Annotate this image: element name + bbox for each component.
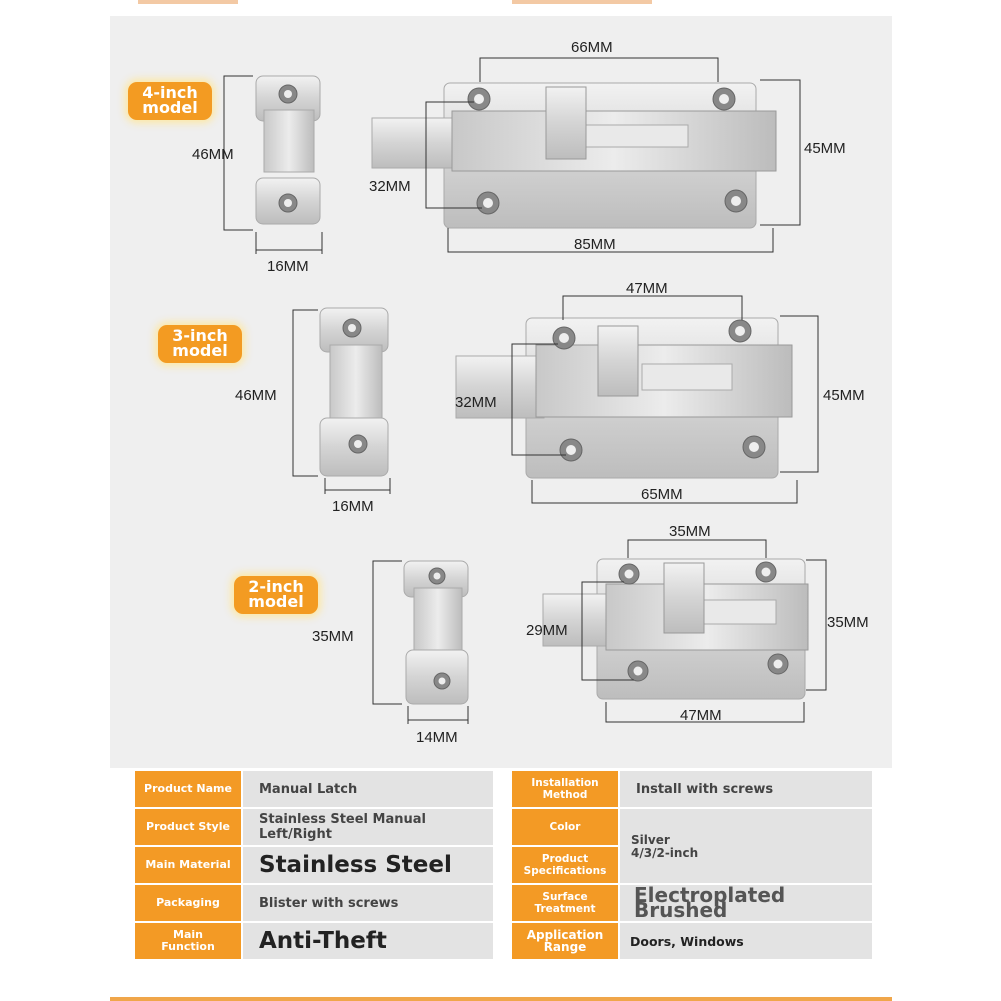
spec-value: Stainless Steel Manual Left/Right — [243, 809, 493, 845]
spec-value: Manual Latch — [243, 771, 493, 807]
dim-4-bolt-height: 32MM — [369, 178, 411, 195]
spec-label: Product Specifications — [512, 847, 618, 883]
dim-4-base-height: 45MM — [804, 140, 846, 157]
spec-value: Install with screws — [620, 771, 872, 807]
dim-3-hole-spacing: 47MM — [626, 280, 668, 297]
spec-value: Doors, Windows — [620, 923, 872, 959]
spec-value: Silver — [631, 833, 670, 847]
spec-label: Surface Treatment — [512, 885, 618, 921]
dim-3-base-length: 65MM — [641, 486, 683, 503]
bottom-divider — [110, 997, 892, 1001]
dim-2-bolt-height: 29MM — [526, 622, 568, 639]
spec-value-bg — [620, 809, 872, 883]
dim-3-bolt-height: 32MM — [455, 394, 497, 411]
spec-label: Product Style — [135, 809, 241, 845]
latch-2inch — [542, 558, 809, 700]
dim-3-keeper-width: 16MM — [332, 498, 374, 515]
spec-value: Electroplated Brushed — [620, 885, 872, 921]
spec-label: Main Function — [135, 923, 241, 959]
spec-label: Packaging — [135, 885, 241, 921]
spec-value: 4/3/2-inch — [631, 846, 699, 860]
dim-2-keeper-height: 35MM — [312, 628, 354, 645]
keeper-2inch — [403, 560, 469, 705]
spec-value: Stainless Steel — [243, 847, 493, 883]
spec-value: Anti-Theft — [243, 923, 493, 959]
keeper-3inch — [319, 307, 389, 477]
spec-label: Product Name — [135, 771, 241, 807]
latch-4inch — [371, 82, 777, 229]
dim-4-hole-spacing: 66MM — [571, 39, 613, 56]
dim-4-base-length: 85MM — [574, 236, 616, 253]
spec-label: Application Range — [512, 923, 618, 959]
dim-4-keeper-height: 46MM — [192, 146, 234, 163]
spec-label: Main Material — [135, 847, 241, 883]
spec-value: Blister with screws — [243, 885, 493, 921]
dim-3-keeper-height: 46MM — [235, 387, 277, 404]
spec-label: Color — [512, 809, 618, 845]
dim-2-base-height: 35MM — [827, 614, 869, 631]
dim-3-base-height: 45MM — [823, 387, 865, 404]
spec-label: Installation Method — [512, 771, 618, 807]
dim-2-base-length: 47MM — [680, 707, 722, 724]
dim-4-keeper-width: 16MM — [267, 258, 309, 275]
latch-3inch — [455, 317, 793, 479]
keeper-4inch — [255, 75, 321, 225]
dim-2-keeper-width: 14MM — [416, 729, 458, 746]
dim-2-hole-spacing: 35MM — [669, 523, 711, 540]
